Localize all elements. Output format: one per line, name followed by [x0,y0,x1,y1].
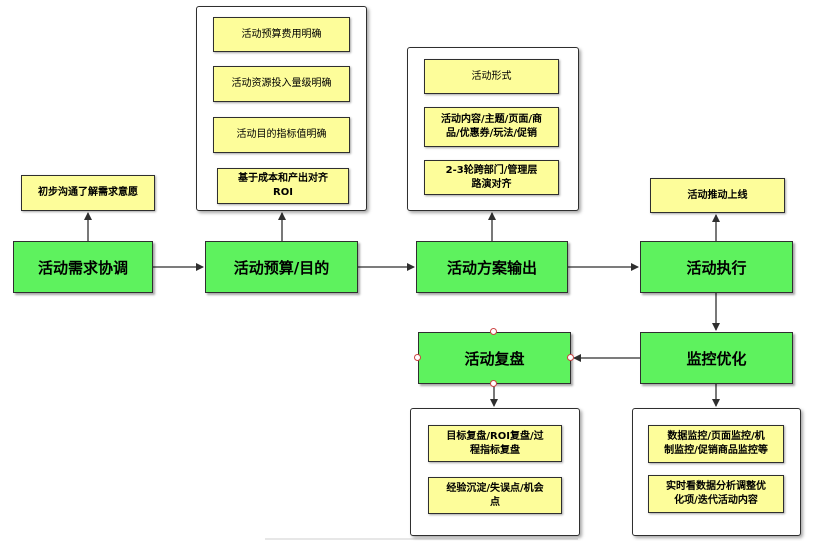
selection-handle-left[interactable] [414,354,421,361]
note-review-2[interactable]: 经验沉淀/失误点/机会 点 [428,477,562,514]
step-demand[interactable]: 活动需求协调 [13,241,153,293]
note-plan-2[interactable]: 活动内容/主题/页面/商 品/优惠券/玩法/促销 [424,107,559,147]
note-budget-4[interactable]: 基于成本和产出对齐 ROI [217,168,349,204]
note-demand[interactable]: 初步沟通了解需求意愿 [21,175,155,211]
step-execute[interactable]: 活动执行 [640,241,793,293]
note-review-1[interactable]: 目标复盘/ROI复盘/过 程指标复盘 [428,425,562,462]
step-plan[interactable]: 活动方案输出 [416,241,568,293]
selection-handle-right[interactable] [567,354,574,361]
step-monitor[interactable]: 监控优化 [640,332,793,384]
note-plan-1[interactable]: 活动形式 [424,59,559,94]
note-budget-1[interactable]: 活动预算费用明确 [213,17,350,52]
selection-handle-top[interactable] [490,328,497,335]
selection-handle-bottom[interactable] [490,380,497,387]
step-review[interactable]: 活动复盘 [418,332,571,384]
note-plan-3[interactable]: 2-3轮跨部门/管理层 路演对齐 [424,160,559,195]
note-execute[interactable]: 活动推动上线 [650,178,785,213]
note-monitor-1[interactable]: 数据监控/页面监控/机 制监控/促销商品监控等 [648,425,784,463]
step-budget[interactable]: 活动预算/目的 [205,241,358,293]
note-budget-3[interactable]: 活动目的指标值明确 [213,117,350,153]
note-budget-2[interactable]: 活动资源投入量级明确 [213,66,350,102]
note-monitor-2[interactable]: 实时看数据分析调整优 化项/迭代活动内容 [648,475,784,513]
